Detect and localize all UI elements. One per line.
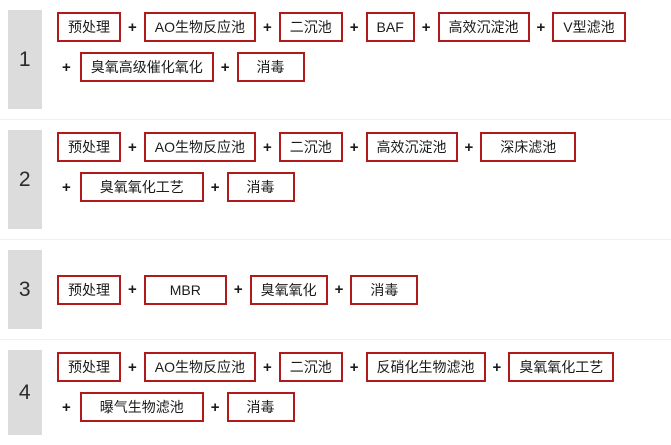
row-index-chip: 2 <box>8 130 42 229</box>
process-unit-box[interactable]: 反硝化生物滤池 <box>365 352 486 382</box>
row-index-label: 1 <box>18 48 32 71</box>
row-index-chip: 3 <box>8 250 42 329</box>
row-index-cell: 3 <box>0 240 42 339</box>
plus-separator: + <box>220 58 230 76</box>
table-row: 1 预处理 + AO生物反应池 + 二沉池 + BAF + 高效沉淀池 + V型… <box>0 0 671 120</box>
plus-separator: + <box>128 18 137 36</box>
process-flow-line: + 曝气生物滤池 + 消毒 <box>57 392 667 422</box>
row-index-cell: 4 <box>0 340 42 445</box>
plus-separator: + <box>128 281 137 298</box>
plus-separator: + <box>233 281 243 298</box>
process-unit-box[interactable]: 消毒 <box>226 172 295 202</box>
row-index-cell: 1 <box>0 0 42 119</box>
process-unit-box[interactable]: 臭氧氧化工艺 <box>508 352 615 382</box>
row-index-label: 2 <box>18 168 32 191</box>
process-flow-line: 预处理 + AO生物反应池 + 二沉池 + BAF + 高效沉淀池 + V型滤池 <box>57 12 667 42</box>
row-index-label: 3 <box>18 278 32 301</box>
plus-separator: + <box>128 138 137 156</box>
process-unit-box[interactable]: 曝气生物滤池 <box>79 392 204 422</box>
plus-separator: + <box>349 138 359 156</box>
table-row: 2 预处理 + AO生物反应池 + 二沉池 + 高效沉淀池 + 深床滤池 + 臭… <box>0 120 671 240</box>
plus-separator: + <box>263 358 272 376</box>
plus-separator: + <box>210 178 220 196</box>
plus-separator: + <box>464 138 474 156</box>
plus-separator: + <box>128 358 137 376</box>
plus-separator: + <box>421 18 431 36</box>
process-flow-line: + 臭氧高级催化氧化 + 消毒 <box>57 52 667 82</box>
process-flow-line: 预处理 + AO生物反应池 + 二沉池 + 反硝化生物滤池 + 臭氧氧化工艺 <box>57 352 667 382</box>
process-unit-box[interactable]: AO生物反应池 <box>143 132 256 162</box>
process-flow-line: 预处理 + MBR + 臭氧氧化 + 消毒 <box>57 274 667 305</box>
row-index-chip: 4 <box>8 350 42 435</box>
process-unit-box[interactable]: AO生物反应池 <box>143 12 256 42</box>
row-index-label: 4 <box>18 381 32 404</box>
plus-separator: + <box>62 58 71 76</box>
process-unit-box[interactable]: 消毒 <box>350 274 419 305</box>
plus-separator: + <box>349 358 359 376</box>
process-unit-box[interactable]: AO生物反应池 <box>143 352 256 382</box>
table-row: 3 预处理 + MBR + 臭氧氧化 + 消毒 <box>0 240 671 340</box>
process-unit-box[interactable]: 预处理 <box>57 274 121 305</box>
plus-separator: + <box>210 398 220 416</box>
process-flow-line: + 臭氧氧化工艺 + 消毒 <box>57 172 667 202</box>
process-unit-box[interactable]: 高效沉淀池 <box>437 12 530 42</box>
process-unit-box[interactable]: 二沉池 <box>278 132 343 162</box>
process-unit-box[interactable]: V型滤池 <box>552 12 626 42</box>
plus-separator: + <box>62 178 71 196</box>
process-unit-box[interactable]: 消毒 <box>226 392 295 422</box>
plus-separator: + <box>492 358 502 376</box>
plus-separator: + <box>349 18 359 36</box>
plus-separator: + <box>334 281 344 298</box>
process-flow-cell: 预处理 + MBR + 臭氧氧化 + 消毒 <box>42 240 671 339</box>
table-row: 4 预处理 + AO生物反应池 + 二沉池 + 反硝化生物滤池 + 臭氧氧化工艺… <box>0 340 671 445</box>
process-flow-cell: 预处理 + AO生物反应池 + 二沉池 + BAF + 高效沉淀池 + V型滤池… <box>42 0 671 119</box>
process-unit-box[interactable]: 预处理 <box>57 352 121 382</box>
plus-separator: + <box>263 18 272 36</box>
process-unit-box[interactable]: 预处理 <box>57 12 121 42</box>
process-unit-box[interactable]: 臭氧氧化 <box>249 274 328 305</box>
process-unit-box[interactable]: 二沉池 <box>278 352 343 382</box>
row-index-chip: 1 <box>8 10 42 109</box>
process-unit-box[interactable]: 臭氧氧化工艺 <box>79 172 204 202</box>
plus-separator: + <box>536 18 546 36</box>
process-flow-line: 预处理 + AO生物反应池 + 二沉池 + 高效沉淀池 + 深床滤池 <box>57 132 667 162</box>
process-unit-box[interactable]: 深床滤池 <box>480 132 577 162</box>
process-unit-box[interactable]: MBR <box>143 274 227 305</box>
process-flow-cell: 预处理 + AO生物反应池 + 二沉池 + 反硝化生物滤池 + 臭氧氧化工艺 +… <box>42 340 671 445</box>
process-unit-box[interactable]: BAF <box>365 12 415 42</box>
plus-separator: + <box>263 138 272 156</box>
row-index-cell: 2 <box>0 120 42 239</box>
plus-separator: + <box>62 398 71 416</box>
process-unit-box[interactable]: 消毒 <box>236 52 305 82</box>
process-unit-box[interactable]: 臭氧高级催化氧化 <box>79 52 214 82</box>
process-unit-box[interactable]: 预处理 <box>57 132 121 162</box>
process-flow-cell: 预处理 + AO生物反应池 + 二沉池 + 高效沉淀池 + 深床滤池 + 臭氧氧… <box>42 120 671 239</box>
process-unit-box[interactable]: 二沉池 <box>278 12 343 42</box>
process-unit-box[interactable]: 高效沉淀池 <box>365 132 458 162</box>
